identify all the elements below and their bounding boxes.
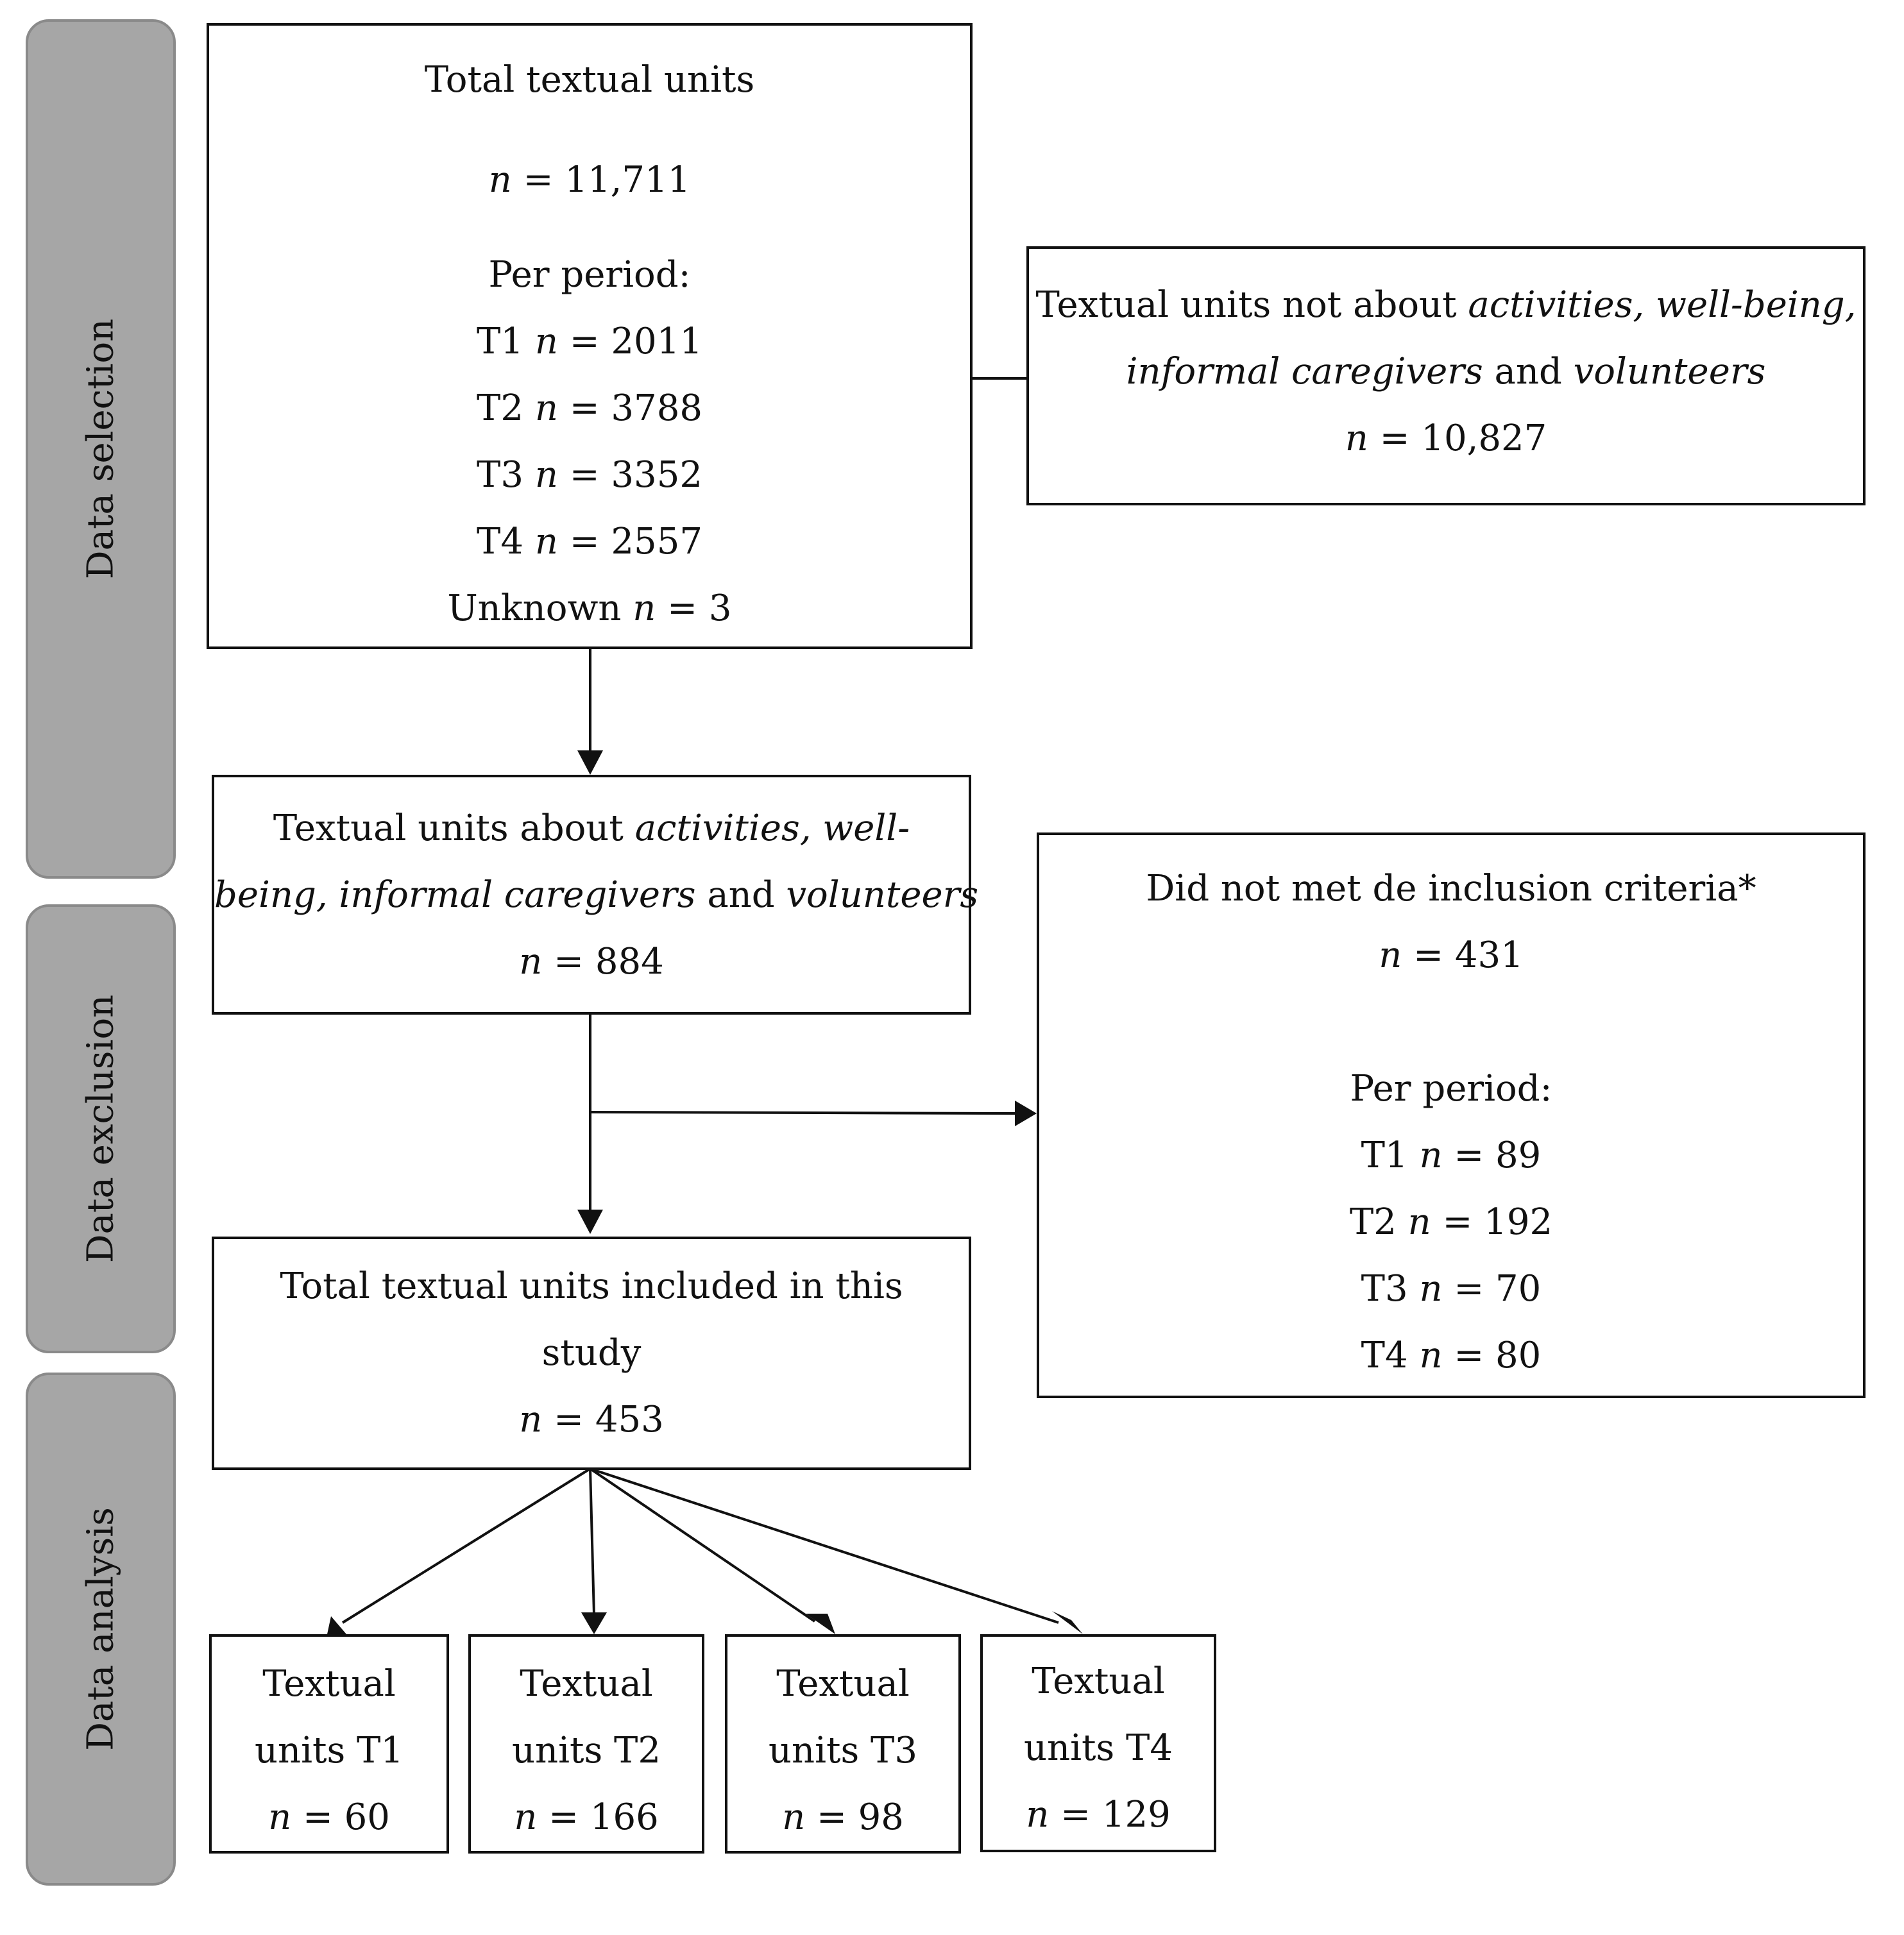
- excluded-period-t3: T3 n = 70: [1361, 1268, 1542, 1310]
- box-units-t2: Textual units T2 n = 166: [468, 1634, 704, 1854]
- excluded-per-period: Per period:: [1350, 1068, 1552, 1110]
- arrow-to-excluded: [590, 1111, 1016, 1115]
- included-n: n = 453: [519, 1399, 664, 1441]
- phase-selection-bar: Data selection: [26, 19, 176, 879]
- phase-exclusion-bar: Data exclusion: [26, 904, 176, 1353]
- included-line2: study: [541, 1332, 642, 1374]
- arrow-to-t3: [589, 1467, 816, 1623]
- t2-n: n = 166: [514, 1796, 659, 1838]
- arrow-to-t1: [341, 1467, 591, 1624]
- arrow-to-t2: [589, 1468, 595, 1616]
- arrowhead-included: [577, 1210, 603, 1234]
- arrowhead-t3: [806, 1614, 835, 1634]
- about-line2: being, informal caregivers and volunteer…: [214, 874, 979, 916]
- total-n: n = 11,711: [488, 159, 691, 201]
- box-units-t1: Textual units T1 n = 60: [209, 1634, 449, 1854]
- t1-line1: Textual: [262, 1663, 396, 1705]
- notabout-n: n = 10,827: [1345, 418, 1547, 459]
- t3-line1: Textual: [776, 1663, 910, 1705]
- total-period-t2: T2 n = 3788: [477, 387, 702, 429]
- t4-n: n = 129: [1026, 1794, 1171, 1836]
- box-units-t4: Textual units T4 n = 129: [980, 1634, 1216, 1852]
- t2-line1: Textual: [520, 1663, 653, 1705]
- total-period-t3: T3 n = 3352: [477, 454, 702, 496]
- excluded-title: Did not met de inclusion criteria*: [1146, 868, 1756, 909]
- total-period-t1: T1 n = 2011: [477, 321, 702, 362]
- box-included: Total textual units included in this stu…: [212, 1237, 971, 1470]
- total-period-unknown: Unknown n = 3: [447, 587, 732, 629]
- excluded-period-t4: T4 n = 80: [1361, 1335, 1542, 1376]
- t4-line2: units T4: [1023, 1727, 1173, 1769]
- total-period-t4: T4 n = 2557: [477, 521, 702, 562]
- t3-line2: units T3: [768, 1730, 918, 1771]
- total-per-period: Per period:: [488, 254, 691, 296]
- notabout-line1: Textual units not about activities, well…: [1035, 284, 1857, 326]
- box-units-t3: Textual units T3 n = 98: [725, 1634, 961, 1854]
- arrow-to-t4: [590, 1467, 1059, 1624]
- about-n: n = 884: [519, 941, 664, 983]
- excluded-n: n = 431: [1379, 934, 1524, 976]
- arrowhead-excluded: [1015, 1101, 1037, 1126]
- excluded-period-t1: T1 n = 89: [1361, 1135, 1542, 1176]
- t1-line2: units T1: [254, 1730, 404, 1771]
- total-title: Total textual units: [424, 59, 755, 101]
- t4-line1: Textual: [1032, 1660, 1165, 1702]
- excluded-period-t2: T2 n = 192: [1349, 1201, 1553, 1243]
- t1-n: n = 60: [268, 1796, 390, 1838]
- included-line1: Total textual units included in this: [280, 1265, 903, 1307]
- box-about: Textual units about activities, well- be…: [212, 775, 979, 1015]
- arrowhead-t2: [581, 1612, 607, 1634]
- about-line1: Textual units about activities, well-: [273, 807, 910, 849]
- arrowhead-about: [577, 750, 603, 775]
- box-total-units: Total textual units n = 11,711 Per perio…: [207, 23, 973, 649]
- excluded-spacer: [1039, 989, 1863, 1056]
- box-not-about: Textual units not about activities, well…: [1026, 246, 1866, 505]
- phase-analysis-bar: Data analysis: [26, 1373, 176, 1886]
- t3-n: n = 98: [782, 1796, 904, 1838]
- box-excluded: Did not met de inclusion criteria* n = 4…: [1037, 832, 1866, 1398]
- t2-line2: units T2: [511, 1730, 661, 1771]
- arrowhead-t4: [1052, 1611, 1083, 1634]
- notabout-line2: informal caregivers and volunteers: [1126, 351, 1766, 393]
- arrowhead-t1: [327, 1616, 346, 1634]
